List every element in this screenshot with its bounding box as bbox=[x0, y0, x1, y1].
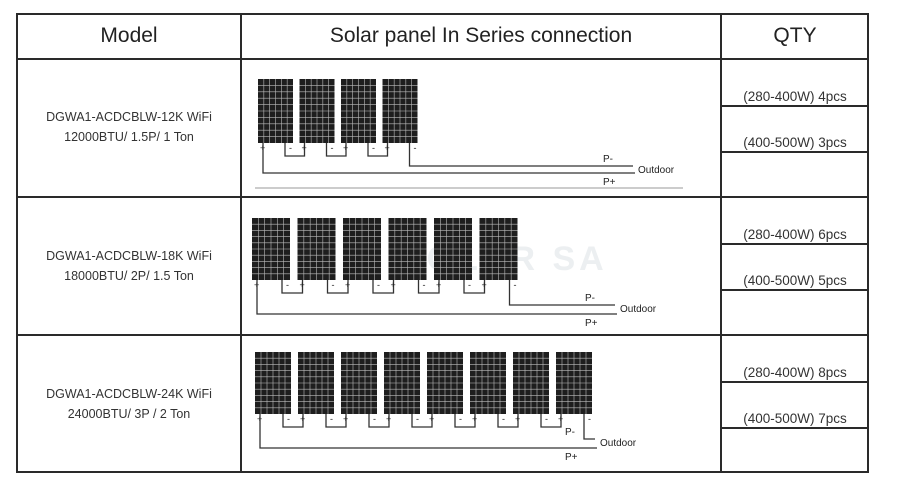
p-plus-wire bbox=[256, 280, 617, 315]
header-divider bbox=[16, 58, 869, 60]
plus-terminal-label: + bbox=[300, 280, 305, 290]
series-wire bbox=[282, 414, 304, 428]
qty-option-1a: (280-400W) 4pcs bbox=[743, 89, 847, 104]
plus-terminal-label: + bbox=[302, 143, 307, 153]
series-wire bbox=[372, 280, 395, 294]
series-wire bbox=[411, 414, 433, 428]
outdoor-label: Outdoor bbox=[638, 165, 675, 176]
model-cell-3: DGWA1-ACDCBLW-24K WiFi 24000BTU/ 3P / 2 … bbox=[18, 384, 240, 424]
series-wire bbox=[325, 414, 347, 428]
minus-terminal-label: - bbox=[287, 414, 290, 424]
series-wire bbox=[463, 280, 486, 294]
minus-terminal-label: - bbox=[372, 143, 375, 153]
plus-terminal-label: + bbox=[482, 280, 487, 290]
qty-divider-r3b bbox=[720, 427, 869, 429]
p-plus-wire bbox=[259, 414, 597, 449]
minus-terminal-label: - bbox=[502, 414, 505, 424]
series-wire bbox=[454, 414, 476, 428]
minus-terminal-label: - bbox=[414, 143, 417, 153]
qty-divider-r3a bbox=[720, 381, 869, 383]
minus-terminal-label: - bbox=[377, 280, 380, 290]
plus-terminal-label: + bbox=[343, 143, 348, 153]
header-connection: Solar panel In Series connection bbox=[329, 24, 633, 47]
minus-terminal-label: - bbox=[332, 280, 335, 290]
table-border-bottom bbox=[16, 471, 869, 473]
table-border-left bbox=[16, 13, 18, 473]
model-name: DGWA1-ACDCBLW-18K WiFi bbox=[46, 249, 212, 263]
series-wire bbox=[281, 280, 304, 294]
row-divider-1 bbox=[16, 196, 869, 198]
series-wire bbox=[325, 143, 347, 157]
minus-terminal-label: - bbox=[289, 143, 292, 153]
p-minus-wire bbox=[583, 414, 595, 440]
outdoor-label: Outdoor bbox=[600, 438, 637, 449]
model-name: DGWA1-ACDCBLW-24K WiFi bbox=[46, 387, 212, 401]
model-spec: 18000BTU/ 2P/ 1.5 Ton bbox=[64, 269, 194, 283]
p-plus-wire bbox=[262, 143, 635, 174]
plus-terminal-label: + bbox=[300, 414, 305, 424]
header-model: Model bbox=[100, 24, 158, 47]
plus-terminal-label: + bbox=[391, 280, 396, 290]
plus-terminal-label: + bbox=[385, 143, 390, 153]
plus-terminal-label: + bbox=[515, 414, 520, 424]
row-divider-2 bbox=[16, 334, 869, 336]
minus-terminal-label: - bbox=[416, 414, 419, 424]
plus-terminal-label: + bbox=[429, 414, 434, 424]
p-minus-wire bbox=[408, 143, 633, 167]
table-border-top bbox=[16, 13, 869, 15]
model-cell-2: DGWA1-ACDCBLW-18K WiFi 18000BTU/ 2P/ 1.5… bbox=[18, 246, 240, 286]
p-minus-label: P- bbox=[565, 427, 575, 438]
model-cell-1: DGWA1-ACDCBLW-12K WiFi 12000BTU/ 1.5P/ 1… bbox=[18, 107, 240, 147]
plus-terminal-label: + bbox=[558, 414, 563, 424]
model-spec: 12000BTU/ 1.5P/ 1 Ton bbox=[64, 130, 194, 144]
minus-terminal-label: - bbox=[373, 414, 376, 424]
plus-terminal-label: + bbox=[345, 280, 350, 290]
model-spec: 24000BTU/ 3P / 2 Ton bbox=[67, 407, 191, 421]
p-plus-label: P+ bbox=[565, 452, 578, 463]
series-wire bbox=[417, 280, 440, 294]
p-plus-label: P+ bbox=[603, 177, 616, 188]
qty-option-1b: (400-500W) 3pcs bbox=[743, 135, 847, 150]
minus-terminal-label: - bbox=[468, 280, 471, 290]
qty-option-2a: (280-400W) 6pcs bbox=[743, 227, 847, 242]
qty-divider-r2b bbox=[720, 289, 869, 291]
series-wire bbox=[367, 143, 389, 157]
p-minus-label: P- bbox=[585, 293, 595, 304]
header-qty: QTY bbox=[773, 24, 817, 47]
plus-terminal-label: + bbox=[343, 414, 348, 424]
qty-divider-r2a bbox=[720, 243, 869, 245]
qty-divider-r1a bbox=[720, 105, 869, 107]
minus-terminal-label: - bbox=[330, 414, 333, 424]
col-divider-1 bbox=[240, 13, 242, 473]
qty-divider-r1b bbox=[720, 151, 869, 153]
qty-option-2b: (400-500W) 5pcs bbox=[743, 273, 847, 288]
series-wire bbox=[368, 414, 390, 428]
minus-terminal-label: - bbox=[286, 280, 289, 290]
model-name: DGWA1-ACDCBLW-12K WiFi bbox=[46, 110, 212, 124]
p-plus-label: P+ bbox=[585, 318, 598, 329]
series-wire bbox=[497, 414, 519, 428]
minus-terminal-label: - bbox=[514, 280, 517, 290]
p-minus-wire bbox=[508, 280, 615, 306]
plus-terminal-label: + bbox=[472, 414, 477, 424]
qty-option-3a: (280-400W) 8pcs bbox=[743, 365, 847, 380]
minus-terminal-label: - bbox=[331, 143, 334, 153]
outdoor-label: Outdoor bbox=[620, 304, 657, 315]
minus-terminal-label: - bbox=[545, 414, 548, 424]
minus-terminal-label: - bbox=[588, 414, 591, 424]
qty-option-3b: (400-500W) 7pcs bbox=[743, 411, 847, 426]
p-minus-label: P- bbox=[603, 154, 613, 165]
series-wire bbox=[284, 143, 306, 157]
series-wire bbox=[540, 414, 562, 428]
series-wire bbox=[326, 280, 349, 294]
plus-terminal-label: + bbox=[386, 414, 391, 424]
minus-terminal-label: - bbox=[459, 414, 462, 424]
plus-terminal-label: + bbox=[436, 280, 441, 290]
minus-terminal-label: - bbox=[423, 280, 426, 290]
